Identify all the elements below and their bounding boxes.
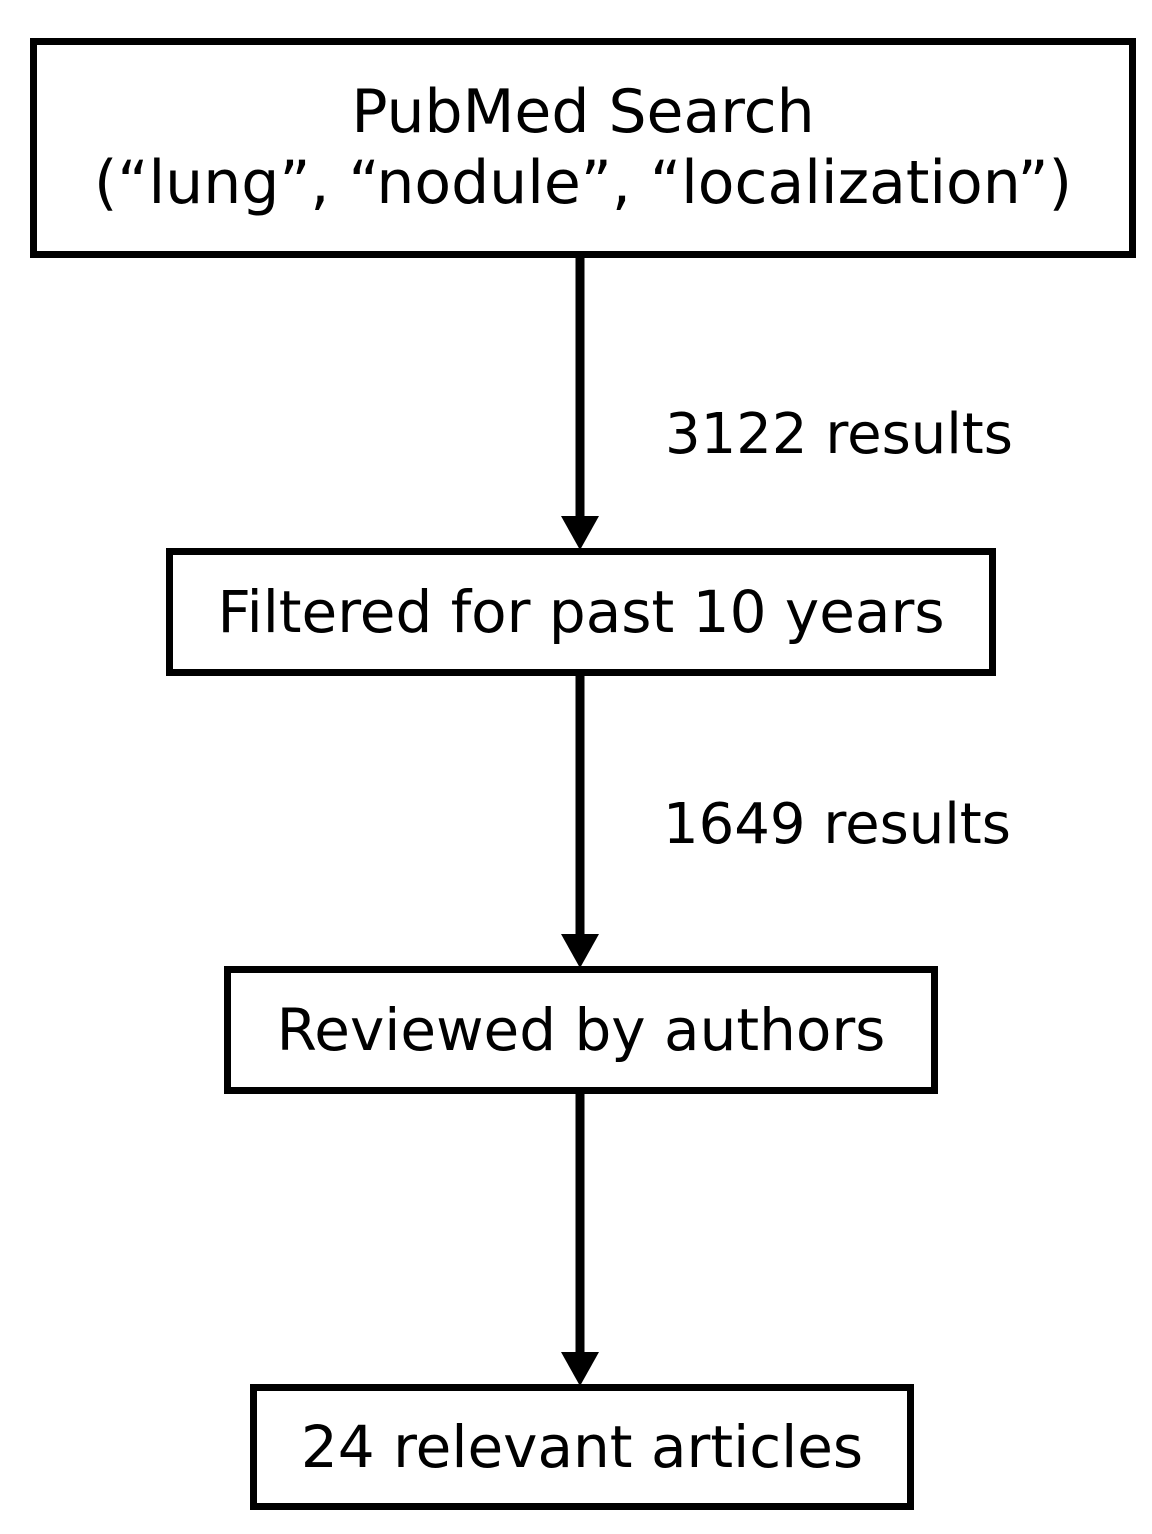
edge-label-results-2: 1649 results — [663, 792, 1011, 857]
filtered-box-text: Filtered for past 10 years — [217, 577, 945, 646]
arrowhead — [561, 1352, 599, 1386]
relevant-box-text: 24 relevant articles — [300, 1412, 864, 1481]
arrow-reviewed-to-relevant — [561, 1094, 599, 1386]
pubmed-search-box: PubMed Search (“lung”, “nodule”, “locali… — [30, 38, 1136, 258]
search-box-title: PubMed Search — [351, 77, 815, 148]
search-box-terms: (“lung”, “nodule”, “localization”) — [94, 148, 1072, 218]
arrowhead — [561, 934, 599, 968]
arrow-filtered-to-reviewed — [561, 676, 599, 968]
reviewed-box: Reviewed by authors — [224, 966, 938, 1094]
edge-label-results-1: 3122 results — [665, 402, 1013, 467]
filtered-box: Filtered for past 10 years — [166, 548, 996, 676]
arrow-search-to-filtered — [561, 258, 599, 550]
arrowhead — [561, 516, 599, 550]
reviewed-box-text: Reviewed by authors — [276, 995, 886, 1064]
relevant-articles-box: 24 relevant articles — [250, 1384, 914, 1510]
